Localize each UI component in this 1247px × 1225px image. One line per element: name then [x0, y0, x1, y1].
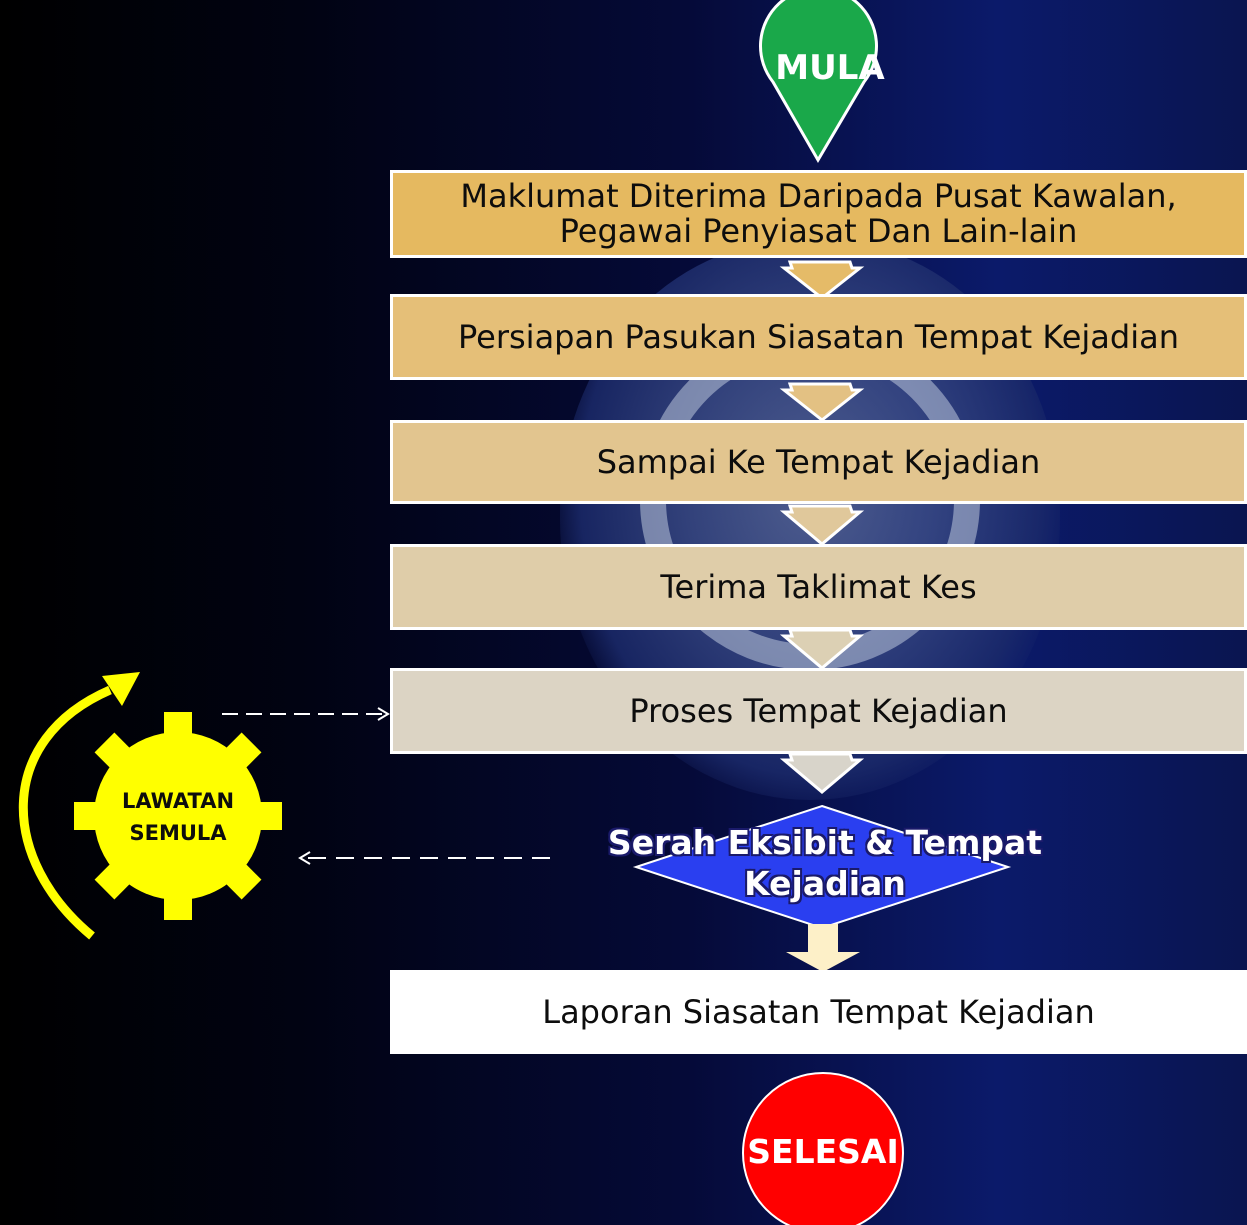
report-label: Laporan Siasatan Tempat Kejadian: [542, 992, 1095, 1031]
chevron-arrow-2: [779, 382, 865, 422]
gear-icon: [74, 712, 282, 920]
yellow-curved-arrow: [18, 685, 112, 940]
end-circle-shape: [742, 1072, 904, 1225]
yellow-arrow-head: [102, 672, 140, 706]
start-label: MULA: [775, 48, 885, 88]
decision-line1: Serah Eksibit & Tempat: [607, 823, 1043, 862]
chevron-arrow-5: [779, 752, 865, 794]
step-box-2: Persiapan Pasukan Siasatan Tempat Kejadi…: [390, 294, 1247, 380]
end-label: SELESAI: [747, 1132, 899, 1171]
decision-label: Serah Eksibit & Tempat Kejadian: [560, 822, 1090, 905]
step-2-label: Persiapan Pasukan Siasatan Tempat Kejadi…: [458, 317, 1179, 356]
step-box-4: Terima Taklimat Kes: [390, 544, 1247, 630]
chevron-arrow-1: [779, 260, 865, 300]
step-box-1: Maklumat Diterima Daripada Pusat Kawalan…: [390, 170, 1247, 258]
gear-label: LAWATAN SEMULA: [98, 786, 258, 849]
step-box-3: Sampai Ke Tempat Kejadian: [390, 420, 1247, 504]
step-4-label: Terima Taklimat Kes: [660, 567, 977, 606]
gear-line1: LAWATAN: [121, 789, 235, 813]
block-arrow-down: [786, 924, 860, 972]
decision-line2: Kejadian: [744, 864, 906, 904]
step-1-line2: Pegawai Penyiasat Dan Lain-lain: [559, 212, 1078, 250]
chevron-arrow-3: [779, 504, 865, 546]
step-box-5: Proses Tempat Kejadian: [390, 668, 1247, 754]
report-box: Laporan Siasatan Tempat Kejadian: [390, 970, 1247, 1054]
step-5-label: Proses Tempat Kejadian: [629, 691, 1008, 730]
start-pin-shape: [759, 0, 878, 163]
step-3-label: Sampai Ke Tempat Kejadian: [596, 442, 1041, 481]
chevron-arrow-4: [779, 628, 865, 670]
step-1-line1: Maklumat Diterima Daripada Pusat Kawalan…: [460, 177, 1177, 216]
gear-line2: SEMULA: [129, 820, 227, 845]
chevron-arrows: [779, 260, 865, 794]
